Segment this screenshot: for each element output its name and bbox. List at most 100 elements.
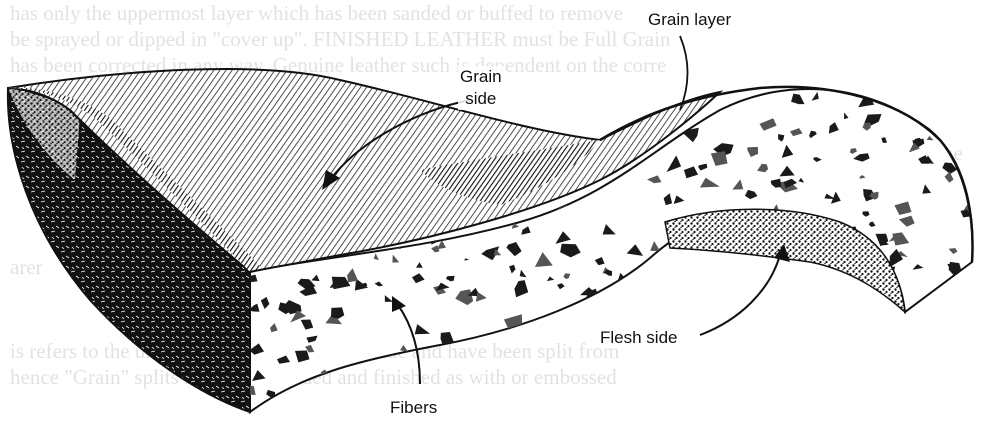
fiber-blob bbox=[533, 108, 540, 112]
fiber-blob bbox=[650, 406, 665, 422]
fiber-blob bbox=[951, 366, 956, 369]
fiber-blob bbox=[813, 382, 828, 390]
fiber-blob bbox=[342, 381, 349, 386]
fiber-blob bbox=[910, 315, 922, 326]
fiber-blob bbox=[596, 381, 604, 386]
fiber-blob bbox=[726, 327, 736, 336]
fiber-blob bbox=[943, 350, 950, 357]
fiber-blob bbox=[742, 310, 751, 316]
fiber-blob bbox=[887, 337, 898, 345]
grain-layer-label: Grain layer bbox=[646, 10, 733, 30]
fiber-blob bbox=[718, 310, 728, 318]
fiber-blob bbox=[516, 348, 526, 355]
fiber-blob bbox=[575, 348, 592, 363]
fiber-blob bbox=[557, 104, 569, 112]
grain-side-label-line1: Grain bbox=[460, 66, 502, 88]
fiber-blob bbox=[749, 338, 764, 346]
fiber-blob bbox=[436, 358, 447, 369]
fiber-blob bbox=[371, 390, 388, 403]
fiber-blob bbox=[544, 84, 557, 94]
fiber-blob bbox=[951, 305, 969, 315]
fiber-blob bbox=[928, 319, 945, 334]
fiber-blob bbox=[645, 394, 656, 400]
fiber-blob bbox=[745, 280, 749, 285]
fiber-blob bbox=[785, 301, 801, 312]
fiber-blob bbox=[945, 85, 965, 101]
fiber-blob bbox=[671, 405, 680, 411]
fiber-blob bbox=[557, 107, 577, 120]
fiber-blob bbox=[886, 404, 894, 410]
fiber-blob bbox=[563, 369, 580, 378]
fiber-blob bbox=[715, 395, 724, 404]
fiber-blob bbox=[352, 365, 363, 375]
fiber-blob bbox=[690, 356, 703, 373]
fiber-blob bbox=[640, 83, 650, 91]
fiber-blob bbox=[782, 380, 796, 394]
fiber-blob bbox=[554, 324, 563, 331]
fiber-blob bbox=[932, 101, 941, 112]
fiber-blob bbox=[863, 358, 878, 368]
fiber-blob bbox=[430, 85, 449, 101]
fiber-blob bbox=[705, 398, 722, 410]
fiber-blob bbox=[889, 367, 901, 382]
grain-side-label: Grain side bbox=[458, 66, 504, 110]
flesh-side-arrow bbox=[700, 255, 780, 335]
fiber-blob bbox=[639, 305, 650, 313]
fiber-blob bbox=[842, 335, 848, 339]
fiber-blob bbox=[775, 364, 792, 375]
fiber-blob bbox=[639, 92, 651, 99]
fiber-blob bbox=[634, 305, 644, 313]
fiber-blob bbox=[769, 399, 776, 403]
fiber-blob bbox=[821, 272, 830, 277]
fiber-blob bbox=[725, 253, 736, 263]
fiber-blob bbox=[783, 297, 798, 306]
fiber-blob bbox=[719, 344, 726, 352]
fiber-blob bbox=[594, 350, 605, 359]
fiber-blob bbox=[554, 87, 566, 98]
fiber-blob bbox=[661, 252, 670, 263]
fiber-blob bbox=[918, 388, 931, 398]
fibers-label: Fibers bbox=[388, 398, 439, 418]
flesh-side-label: Flesh side bbox=[598, 328, 679, 348]
fiber-blob bbox=[451, 354, 464, 364]
fiber-blob bbox=[754, 280, 776, 291]
fiber-blob bbox=[374, 362, 383, 368]
fiber-blob bbox=[544, 396, 560, 410]
fiber-blob bbox=[663, 364, 671, 368]
fiber-blob bbox=[813, 400, 826, 414]
fiber-blob bbox=[583, 97, 588, 102]
fiber-blob bbox=[534, 119, 539, 124]
fiber-blob bbox=[967, 172, 981, 186]
fiber-blob bbox=[926, 309, 934, 315]
fiber-blob bbox=[933, 90, 943, 97]
fiber-blob bbox=[958, 332, 968, 339]
fiber-blob bbox=[889, 335, 904, 348]
fiber-blob bbox=[457, 404, 469, 415]
fiber-blob bbox=[762, 324, 774, 330]
fiber-blob bbox=[573, 378, 582, 389]
fiber-blob bbox=[789, 335, 802, 345]
fiber-blob bbox=[452, 377, 464, 391]
fiber-blob bbox=[933, 375, 944, 386]
fiber-blob bbox=[807, 338, 814, 343]
fiber-blob bbox=[957, 108, 966, 112]
fiber-blob bbox=[553, 348, 572, 360]
fiber-blob bbox=[569, 347, 580, 357]
fiber-blob bbox=[777, 268, 788, 277]
fiber-blob bbox=[450, 381, 458, 389]
fiber-blob bbox=[900, 359, 907, 366]
fiber-blob bbox=[697, 385, 703, 390]
fiber-blob bbox=[788, 313, 800, 320]
fiber-blob bbox=[441, 395, 454, 407]
fiber-blob bbox=[464, 394, 475, 403]
fiber-blob bbox=[728, 349, 747, 361]
fiber-blob bbox=[912, 84, 923, 91]
fiber-blob bbox=[775, 294, 791, 308]
fiber-blob bbox=[553, 382, 567, 393]
fiber-blob bbox=[839, 392, 852, 400]
fiber-blob bbox=[761, 341, 768, 344]
grain-side-label-line2: side bbox=[460, 88, 502, 110]
fiber-blob bbox=[630, 400, 646, 414]
fiber-blob bbox=[450, 391, 463, 403]
